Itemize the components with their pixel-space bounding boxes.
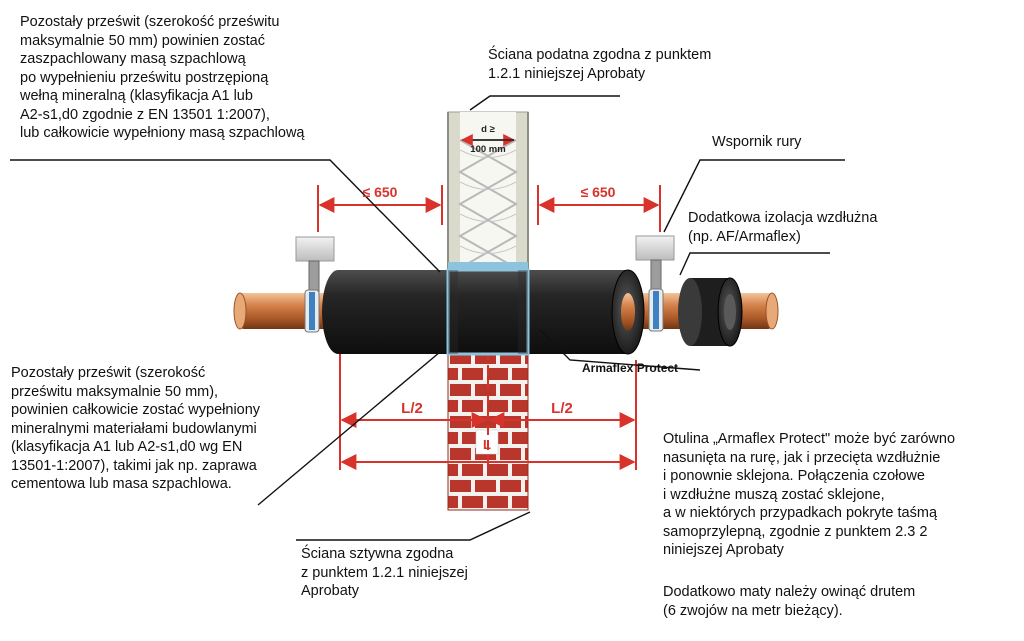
- right-distance-label: ≤ 650: [581, 184, 616, 200]
- armaflex-protect-sleeve: [322, 268, 645, 356]
- note-bottom-left-gap: Pozostały prześwit (szerokość prześwitu …: [11, 365, 261, 492]
- left-distance-label: ≤ 650: [363, 184, 398, 200]
- note-rigid-wall: Ściana sztywna zgodna z punktem 1.2.1 ni…: [301, 546, 468, 599]
- half-length-right-label: L/2: [551, 400, 573, 417]
- distance-dimensions: [317, 185, 661, 232]
- length-dimensions: [339, 350, 637, 470]
- half-length-left-label: L/2: [401, 400, 423, 417]
- wall-thickness-label-line1: d ≥: [481, 124, 495, 135]
- note-armaflex-sleeve-info: Otulina „Armaflex Protect" może być zaró…: [663, 431, 956, 558]
- note-additional-insulation: Dodatkowa izolacja wzdłużna (np. AF/Arma…: [688, 210, 878, 245]
- leader-lines: [10, 95, 845, 541]
- note-pipe-support: Wspornik rury: [712, 134, 802, 150]
- length-label: L: [483, 437, 491, 452]
- product-pointer: [539, 329, 559, 349]
- additional-insulation: [678, 277, 743, 347]
- flexible-wall: [447, 111, 529, 276]
- pipe-support-left: [295, 236, 335, 333]
- pipe-support-right: [635, 235, 675, 332]
- note-top-left-gap: Pozostały prześwit (szerokość prześwitu …: [20, 14, 305, 141]
- note-flexible-wall: Ściana podatna zgodna z punktem 1.2.1 ni…: [488, 47, 712, 82]
- note-wire-wrapping: Dodatkowo maty należy owinąć drutem (6 z…: [663, 584, 916, 619]
- wall-thickness-label-line2: 100 mm: [470, 144, 505, 155]
- product-label: Armaflex Protect: [582, 361, 678, 375]
